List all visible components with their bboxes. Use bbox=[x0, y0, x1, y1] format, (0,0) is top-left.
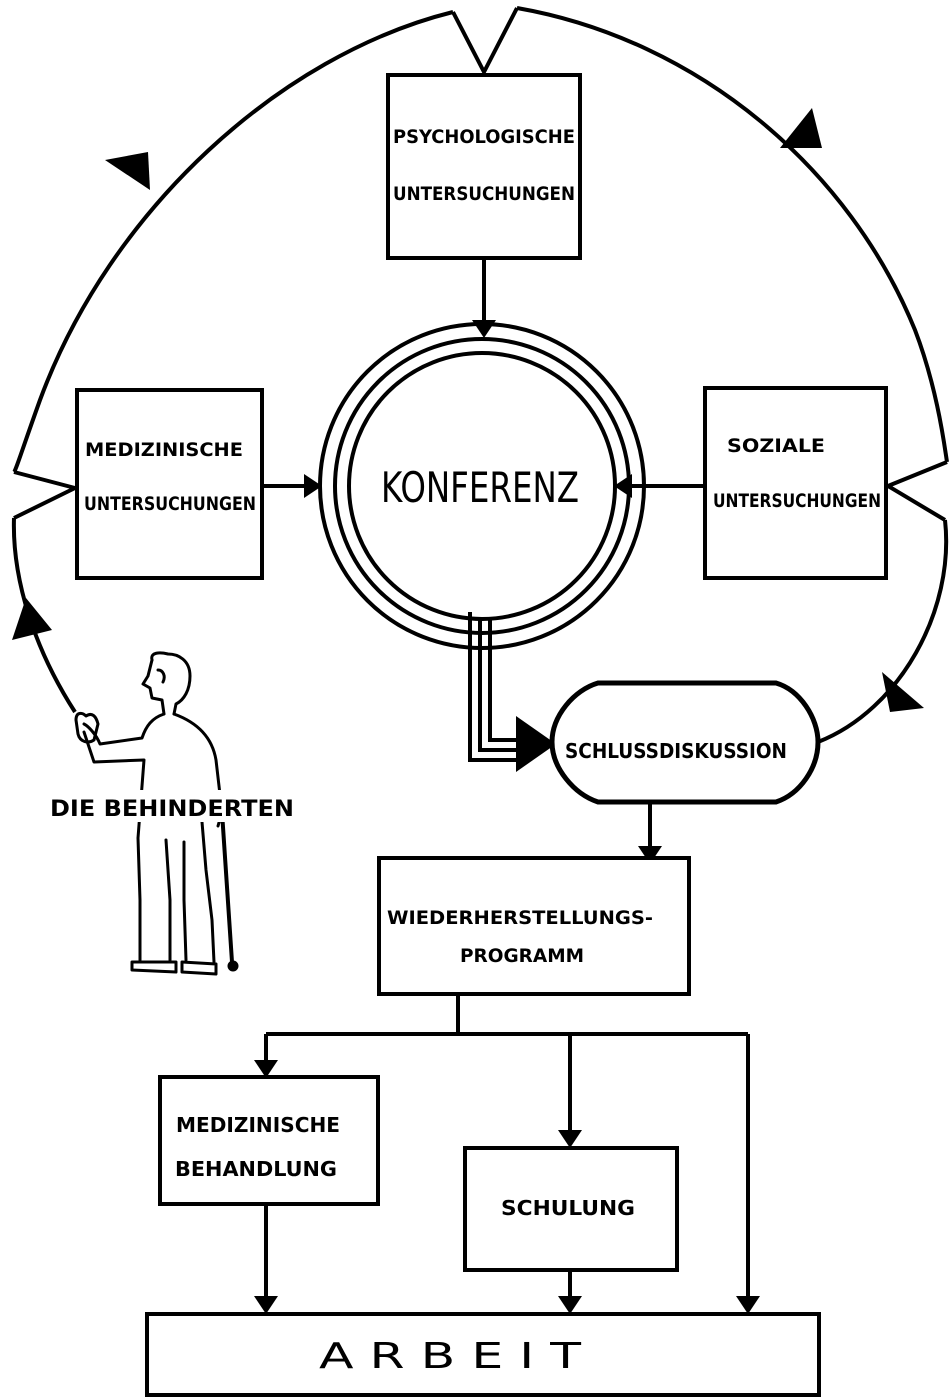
figure-label: DIE BEHINDERTEN bbox=[50, 797, 294, 822]
outer-arc-top-left bbox=[12, 10, 454, 474]
arbeit-box: A R B E I T bbox=[145, 1312, 821, 1397]
loop-arrowheads bbox=[12, 108, 924, 712]
med-unters-line2: UNTERSUCHUNGEN bbox=[84, 493, 256, 515]
arrow-direct-to-arbeit bbox=[736, 1296, 760, 1314]
figure-label-mask bbox=[48, 790, 296, 822]
outer-arc-lower-right bbox=[817, 519, 949, 744]
left-notch bbox=[13, 470, 77, 520]
arbeit-label: A R B E I T bbox=[319, 1336, 581, 1377]
konferenz-label: KONFERENZ bbox=[381, 463, 579, 512]
loop-arrow-upper-right bbox=[780, 108, 822, 148]
medbeh-box: MEDIZINISCHE BEHANDLUNG bbox=[158, 1075, 380, 1206]
arrows-into-konferenz bbox=[262, 258, 705, 498]
arrow-to-schulung bbox=[558, 1130, 582, 1148]
psych-line2: UNTERSUCHUNGEN bbox=[393, 183, 575, 205]
schluss-label: SCHLUSSDISKUSSION bbox=[565, 739, 787, 763]
medbeh-line1: MEDIZINISCHE bbox=[176, 1113, 340, 1137]
sozial-box: SOZIALE UNTERSUCHUNGEN bbox=[703, 386, 888, 580]
loop-arrow-lower-left bbox=[12, 598, 52, 640]
distribution-lines bbox=[264, 994, 750, 1296]
arrow-schluss-to-wieder bbox=[638, 802, 662, 864]
top-notch bbox=[451, 7, 519, 74]
distribution-arrowheads bbox=[254, 1060, 760, 1314]
loop-arrow-lower-right bbox=[882, 672, 924, 712]
medbeh-line2: BEHANDLUNG bbox=[175, 1157, 337, 1181]
sozial-line2: UNTERSUCHUNGEN bbox=[713, 490, 881, 512]
arrow-to-medbeh bbox=[254, 1060, 278, 1078]
pipe-konferenz-to-schluss bbox=[468, 612, 520, 762]
right-notch bbox=[886, 460, 948, 522]
schluss-node: SCHLUSSDISKUSSION bbox=[549, 680, 821, 805]
schulung-label: SCHULUNG bbox=[501, 1196, 635, 1220]
psych-line1: PSYCHOLOGISCHE bbox=[393, 126, 575, 148]
wieder-line2: PROGRAMM bbox=[460, 945, 584, 967]
loop-arrow-upper-left bbox=[105, 152, 150, 190]
arrow-schulung-to-arbeit bbox=[558, 1296, 582, 1314]
schulung-box: SCHULUNG bbox=[463, 1146, 679, 1272]
sozial-line1: SOZIALE bbox=[727, 435, 825, 457]
wieder-box: WIEDERHERSTELLUNGS- PROGRAMM bbox=[377, 856, 691, 996]
med-unters-box: MEDIZINISCHE UNTERSUCHUNGEN bbox=[75, 388, 264, 580]
pipe-arrowhead bbox=[516, 716, 556, 772]
psych-box: PSYCHOLOGISCHE UNTERSUCHUNGEN bbox=[386, 73, 582, 260]
arrow-medbeh-to-arbeit bbox=[254, 1296, 278, 1314]
med-unters-line1: MEDIZINISCHE bbox=[85, 439, 243, 461]
wieder-line1: WIEDERHERSTELLUNGS- bbox=[387, 907, 653, 929]
outer-arc-top-right bbox=[516, 6, 949, 463]
